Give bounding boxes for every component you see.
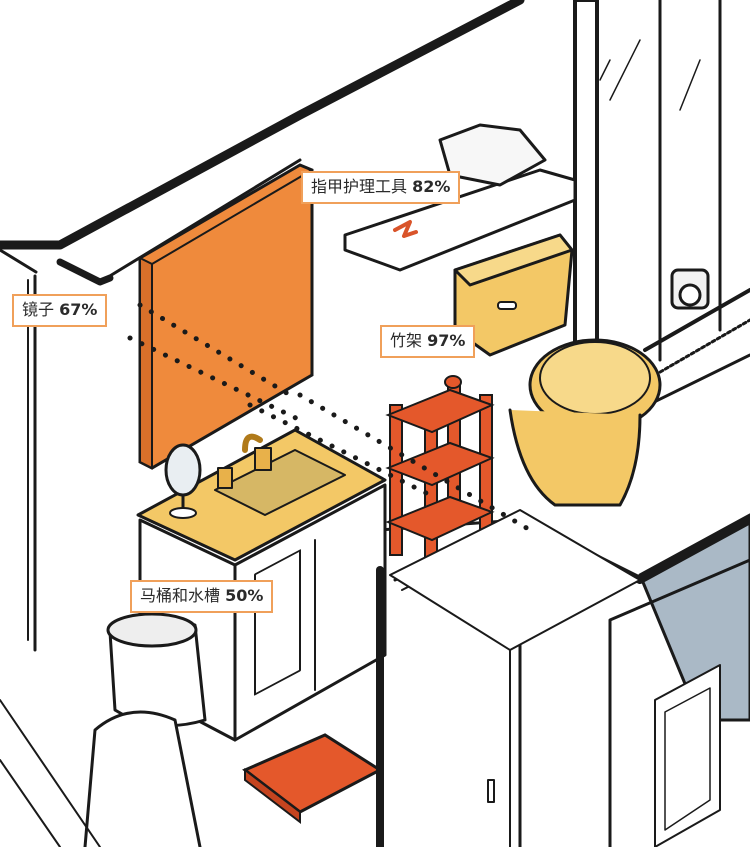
label-nail-tools-name: 指甲护理工具 xyxy=(311,177,408,196)
bath-mat xyxy=(242,733,383,825)
leader-lines xyxy=(127,302,533,533)
toilet-paper-icon xyxy=(670,268,710,310)
label-toilet-sink: 马桶和水槽 50% xyxy=(130,580,274,613)
label-mirror: 镜子 67% xyxy=(12,294,108,327)
label-mirror-name: 镜子 xyxy=(22,300,55,319)
label-nail-tools-percent: 82% xyxy=(412,177,451,196)
trash-bin xyxy=(106,612,207,728)
wall-shelf xyxy=(343,123,577,272)
label-toilet-sink-name: 马桶和水槽 xyxy=(140,586,221,605)
label-shelf-percent: 97% xyxy=(427,331,466,350)
label-shelf-name: 竹架 xyxy=(390,331,423,350)
label-toilet-sink-percent: 50% xyxy=(225,586,264,605)
label-shelf: 竹架 97% xyxy=(380,325,476,358)
bamboo-shelf xyxy=(385,375,495,566)
toilet xyxy=(453,233,662,507)
side-cabinet xyxy=(608,558,750,847)
mirror xyxy=(138,163,314,470)
chair xyxy=(0,699,202,847)
label-nail-tools: 指甲护理工具 82% xyxy=(301,171,461,204)
wall-outlines xyxy=(0,0,525,652)
label-mirror-percent: 67% xyxy=(59,300,98,319)
door xyxy=(376,509,641,847)
